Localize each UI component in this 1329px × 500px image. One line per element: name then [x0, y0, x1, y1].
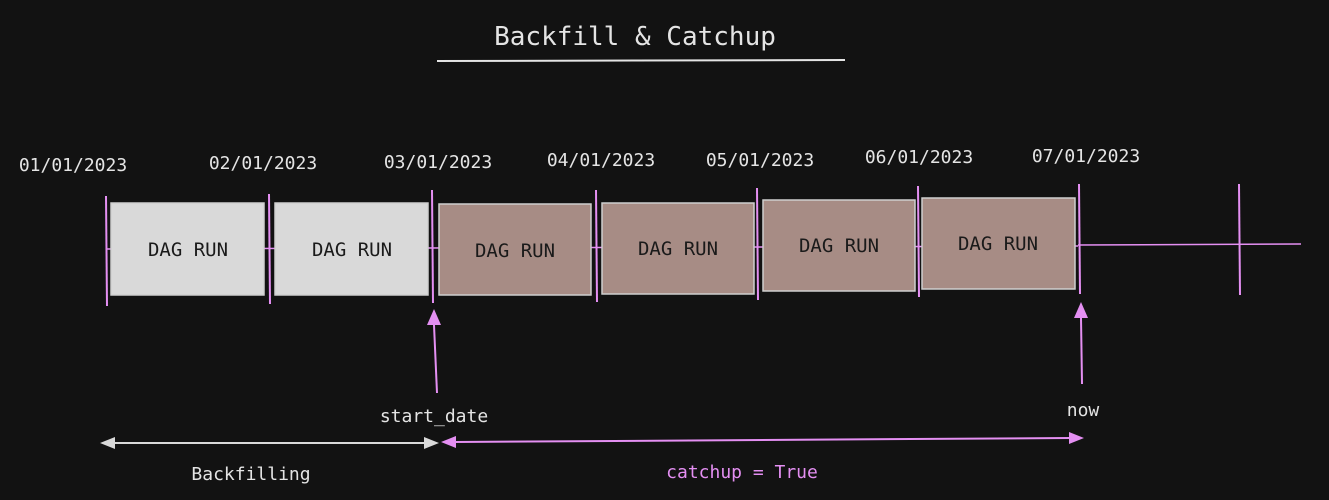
dag-run-label: DAG RUN [958, 233, 1038, 255]
date-label-7: 07/01/2023 [1032, 146, 1140, 167]
dag-run-2: DAG RUN [274, 202, 429, 296]
dag-run-3: DAG RUN [438, 203, 592, 296]
start-date-label: start_date [380, 406, 488, 427]
backfilling-range-arrow [100, 437, 439, 449]
diagram-title: Backfill & Catchup [494, 22, 776, 52]
date-label-1: 01/01/2023 [19, 155, 127, 176]
date-label-2: 02/01/2023 [209, 153, 317, 174]
dag-run-label: DAG RUN [475, 240, 555, 262]
timeline-axis [105, 243, 1302, 250]
now-label: now [1067, 400, 1100, 421]
backfilling-label: Backfilling [191, 464, 310, 485]
catchup-range-arrow [441, 432, 1084, 448]
date-label-5: 05/01/2023 [706, 150, 814, 171]
dag-run-4: DAG RUN [601, 202, 755, 295]
dag-run-label: DAG RUN [799, 235, 879, 257]
dag-run-5: DAG RUN [762, 199, 916, 292]
start-date-marker [427, 309, 441, 394]
dag-run-label: DAG RUN [312, 239, 392, 261]
title-underline [436, 59, 846, 62]
now-marker [1074, 302, 1088, 385]
dag-run-label: DAG RUN [148, 239, 228, 261]
interval-ticks [105, 183, 1241, 307]
dag-run-1: DAG RUN [110, 202, 265, 296]
dag-run-label: DAG RUN [638, 238, 718, 260]
date-label-3: 03/01/2023 [384, 152, 492, 173]
date-label-6: 06/01/2023 [865, 147, 973, 168]
catchup-label: catchup = True [666, 462, 818, 483]
date-label-4: 04/01/2023 [547, 150, 655, 171]
dag-run-6: DAG RUN [921, 197, 1076, 290]
